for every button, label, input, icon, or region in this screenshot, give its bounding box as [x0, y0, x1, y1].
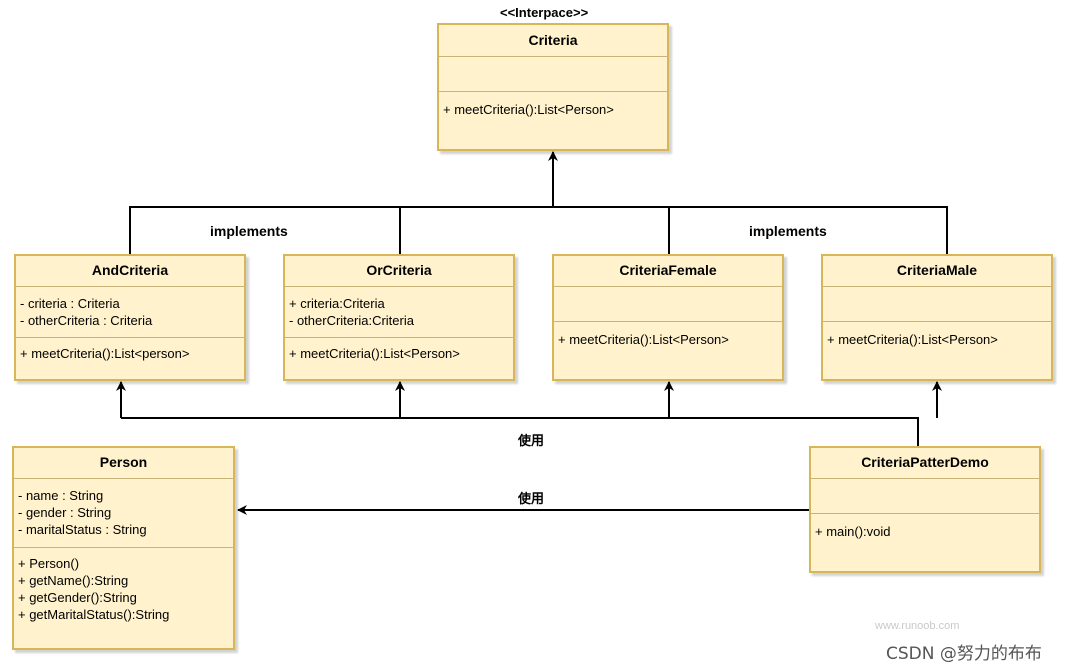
implements-bus	[129, 206, 948, 255]
divider	[285, 337, 513, 338]
divider	[811, 478, 1039, 479]
divider	[823, 286, 1051, 287]
attribute: - otherCriteria : Criteria	[20, 313, 153, 328]
attribute: - criteria : Criteria	[20, 296, 120, 311]
method: + getName():String	[18, 573, 129, 588]
methods: + meetCriteria():List<Person>	[443, 101, 665, 118]
use-bus	[121, 417, 919, 447]
site-watermark: www.runoob.com	[875, 620, 960, 632]
class-and-criteria: AndCriteria - criteria : Criteria - othe…	[14, 254, 246, 381]
attribute: - otherCriteria:Criteria	[289, 313, 414, 328]
class-criteria-male: CriteriaMale + meetCriteria():List<Perso…	[821, 254, 1053, 381]
methods: + meetCriteria():List<Person>	[558, 331, 780, 348]
methods: + main():void	[815, 523, 1037, 540]
class-name: CriteriaMale	[896, 262, 978, 278]
attribute: - maritalStatus : String	[18, 522, 147, 537]
class-name: OrCriteria	[366, 262, 432, 278]
implements-label-left: implements	[210, 223, 288, 239]
divider	[16, 286, 244, 287]
class-criteria-patter-demo: CriteriaPatterDemo + main():void	[809, 446, 1041, 573]
attribute: - name : String	[18, 488, 104, 503]
class-or-criteria: OrCriteria + criteria:Criteria - otherCr…	[283, 254, 515, 381]
class-name: CriteriaPatterDemo	[861, 454, 989, 470]
use-label-top: 使用	[518, 434, 545, 449]
class-name: AndCriteria	[91, 262, 169, 278]
methods: + meetCriteria():List<Person>	[827, 331, 1049, 348]
methods: + Person() + getName():String + getGende…	[18, 555, 231, 623]
class-criteria-female: CriteriaFemale + meetCriteria():List<Per…	[552, 254, 784, 381]
attribute: + criteria:Criteria	[289, 296, 385, 311]
csdn-watermark: CSDN @努力的布布	[886, 644, 1042, 664]
use-label-bottom: 使用	[518, 492, 545, 507]
method: + main():void	[815, 524, 891, 539]
divider	[14, 478, 233, 479]
divider	[554, 321, 782, 322]
attributes: - name : String - gender : String - mari…	[18, 487, 231, 538]
attributes: - criteria : Criteria - otherCriteria : …	[20, 295, 242, 329]
class-name: CriteriaFemale	[619, 262, 717, 278]
method: + meetCriteria():List<Person>	[443, 102, 614, 117]
method: + meetCriteria():List<Person>	[289, 346, 460, 361]
method: + meetCriteria():List<person>	[20, 346, 190, 361]
method: + getGender():String	[18, 590, 137, 605]
divider	[554, 286, 782, 287]
attribute: - gender : String	[18, 505, 112, 520]
divider	[439, 91, 667, 92]
divider	[811, 513, 1039, 514]
divider	[14, 547, 233, 548]
interface-stereotype: <<Interpace>>	[500, 5, 589, 20]
class-criteria: Criteria + meetCriteria():List<Person>	[437, 23, 669, 151]
divider	[285, 286, 513, 287]
method: + getMaritalStatus():String	[18, 607, 170, 622]
methods: + meetCriteria():List<person>	[20, 345, 242, 362]
class-name: Criteria	[528, 32, 578, 48]
class-person: Person - name : String - gender : String…	[12, 446, 235, 650]
divider	[439, 56, 667, 57]
method: + meetCriteria():List<Person>	[558, 332, 729, 347]
implements-label-right: implements	[749, 223, 827, 239]
method: + meetCriteria():List<Person>	[827, 332, 998, 347]
divider	[823, 321, 1051, 322]
method: + Person()	[18, 556, 80, 571]
methods: + meetCriteria():List<Person>	[289, 345, 511, 362]
divider	[16, 337, 244, 338]
attributes: + criteria:Criteria - otherCriteria:Crit…	[289, 295, 511, 329]
class-name: Person	[99, 454, 148, 470]
